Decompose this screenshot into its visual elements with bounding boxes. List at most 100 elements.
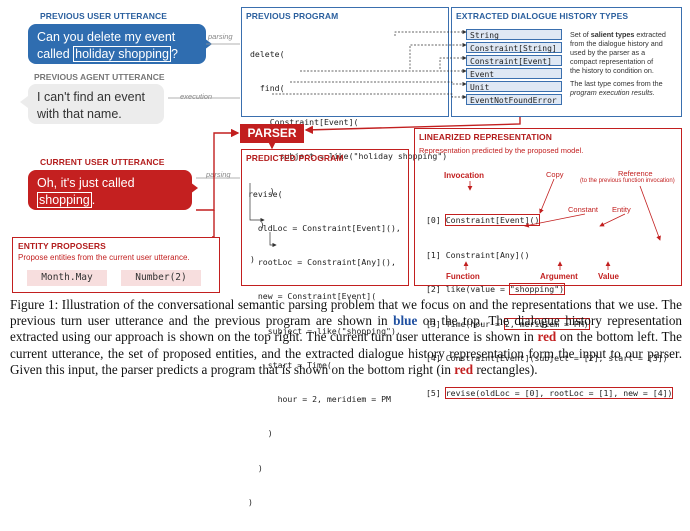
lin-text: like(value =	[445, 284, 510, 294]
label-copy: Copy	[546, 170, 564, 179]
history-desc-line: compact representation of	[570, 57, 654, 66]
pred-code-line: hour = 2, meridiem = PM	[248, 394, 391, 405]
history-desc-line: the history to condition on.	[570, 66, 654, 75]
pred-code-line: )	[248, 496, 253, 507]
lin-idx: [5]	[426, 387, 441, 398]
prev-program-panel: PREVIOUS PROGRAM delete( find( Constrain…	[241, 7, 449, 264]
red-arrow-utterance-parser	[196, 128, 240, 211]
prev-code-line: find(	[250, 83, 285, 94]
prev-user-line2-post: ?	[170, 47, 178, 61]
ann-arrow	[639, 185, 661, 241]
caption-part: Figure 1: Illustration of the conversati…	[10, 297, 682, 329]
entity-sub: Propose entities from the current user u…	[18, 253, 190, 262]
history-desc2-line1: The last type comes from the	[570, 79, 663, 88]
predicted-program-panel: PREDICTED PROGRAM revise( oldLoc = Const…	[241, 149, 409, 507]
cur-user-line1-pre: Oh, it's just called	[37, 176, 135, 190]
pred-arrow	[249, 183, 265, 223]
type-unit: Unit	[466, 81, 562, 92]
prev-program-header: PREVIOUS PROGRAM	[246, 11, 339, 21]
cur-user-bubble: Oh, it's just called shopping. It may be…	[28, 170, 192, 224]
lin-text: Constraint[Event](subject = [2], start =…	[445, 353, 668, 363]
prev-user-header: PREVIOUS USER UTTERANCE	[40, 11, 167, 21]
lin-revise-box: revise(oldLoc = [0], rootLoc = [1], new …	[444, 386, 674, 399]
predicted-program-header: PREDICTED PROGRAM	[246, 153, 344, 163]
predicted-program-code: revise( oldLoc = Constraint[Event](), ro…	[248, 166, 401, 531]
type-error: EventNotFoundError	[466, 94, 562, 105]
lin-idx: [0]	[426, 215, 441, 225]
prev-user-line2-pre: called	[37, 47, 74, 61]
lin-line-0: [0] Constraint[Event]()	[426, 214, 672, 227]
dotted-arrow	[272, 93, 467, 100]
cur-user-highlight: shopping	[37, 192, 92, 208]
lin-invocation-box: Constraint[Event]()	[444, 214, 541, 226]
prev-user-bubble: Can you delete my event called holiday s…	[28, 24, 206, 64]
prev-agent-line1: I can't find an event	[37, 90, 146, 104]
parsing-label-top: parsing	[208, 32, 233, 41]
lin-idx: [4]	[426, 353, 441, 363]
lin-line-2: [2] like(value = "shopping")	[426, 283, 672, 296]
execution-label: execution	[180, 92, 213, 101]
linearized-sub: Representation predicted by the proposed…	[419, 146, 584, 155]
prev-code-line: )	[250, 254, 255, 265]
ann-arrow	[524, 213, 586, 228]
parsing-label-bottom: parsing	[206, 170, 231, 179]
lin-constant-box: 2, meridiem = PM)	[503, 317, 590, 330]
linearized-code: [0] Constraint[Event]() [1] Constraint[A…	[426, 192, 674, 411]
prev-code-line: )	[250, 219, 265, 230]
label-constant: Constant	[568, 205, 599, 214]
pred-code-line: )	[248, 428, 273, 439]
cur-user-line1-post: .	[91, 193, 96, 207]
lin-text: Time(hour =	[445, 318, 505, 329]
red-arrow-entity-parser	[212, 210, 215, 238]
linearized-header: LINEARIZED REPRESENTATION	[419, 132, 552, 142]
prev-user-line1: Can you delete my event	[37, 30, 176, 44]
label-reference: Reference	[618, 169, 653, 178]
lin-text: Constraint[Any]()	[445, 249, 530, 260]
lin-line-1: [1] Constraint[Any]()	[426, 250, 672, 262]
history-header: EXTRACTED DIALOGUE HISTORY TYPES	[456, 11, 629, 21]
figure-caption: Figure 1: Illustration of the conversati…	[10, 297, 682, 378]
linearized-panel: LINEARIZED REPRESENTATION Representation…	[414, 128, 682, 286]
prev-program-code: delete( find( Constraint[Event]( subject…	[250, 26, 447, 288]
parser-box: PARSER	[240, 124, 304, 143]
pred-code-line: rootLoc = Constraint[Any](),	[248, 257, 396, 268]
pred-arrow	[269, 232, 277, 248]
lin-line-5: [5] revise(oldLoc = [0], rootLoc = [1], …	[426, 386, 674, 400]
prev-agent-tail	[20, 96, 28, 108]
history-panel: EXTRACTED DIALOGUE HISTORY TYPES	[451, 7, 682, 117]
label-function: Function	[446, 272, 480, 281]
lin-line-4: [4] Constraint[Event](subject = [2], sta…	[426, 353, 672, 365]
type-event: Event	[466, 68, 562, 79]
caption-red: red	[454, 361, 474, 377]
prev-agent-line2: with that name.	[37, 107, 122, 121]
history-desc-b: salient types	[590, 30, 635, 39]
dotted-arrow	[394, 29, 467, 36]
type-constraint-event: Constraint[Event]	[466, 55, 562, 66]
lin-idx: [2]	[426, 284, 441, 294]
entity-number: Number(2)	[121, 270, 201, 286]
dotted-arrow	[439, 55, 467, 69]
history-desc-c: extracted	[634, 30, 666, 39]
lin-line-3: [3] Time(hour = 2, meridiem = PM)	[426, 317, 672, 331]
history-desc-line: from the dialogue history and	[570, 39, 663, 48]
prev-code-line: )	[250, 185, 275, 196]
connector-arrows	[168, 29, 661, 270]
pred-code-line: new = Constraint[Event](	[248, 291, 377, 302]
ann-arrow	[539, 178, 555, 214]
caption-part: rectangles).	[473, 361, 538, 377]
history-desc: Set of salient types extracted from the …	[570, 30, 680, 97]
caption-part: on the bottom left. The current utteranc…	[10, 329, 682, 377]
red-arrow-history-parser	[304, 117, 521, 135]
history-desc-a: Set of	[570, 30, 591, 39]
label-reference-sub: (to the previous function invocation)	[580, 178, 675, 184]
type-constraint-string: Constraint[String]	[466, 42, 562, 53]
label-invocation: Invocation	[444, 171, 485, 180]
cur-user-header: CURRENT USER UTTERANCE	[40, 157, 165, 167]
entity-proposers-panel: ENTITY PROPOSERS Propose entities from t…	[12, 237, 220, 293]
dotted-arrow	[409, 42, 467, 69]
entity-header: ENTITY PROPOSERS	[18, 241, 106, 251]
pred-code-line: revise(	[248, 188, 283, 199]
history-desc2-line2: program execution results.	[570, 88, 655, 97]
entity-month: Month.May	[27, 270, 107, 286]
prev-code-line: delete(	[250, 48, 285, 59]
